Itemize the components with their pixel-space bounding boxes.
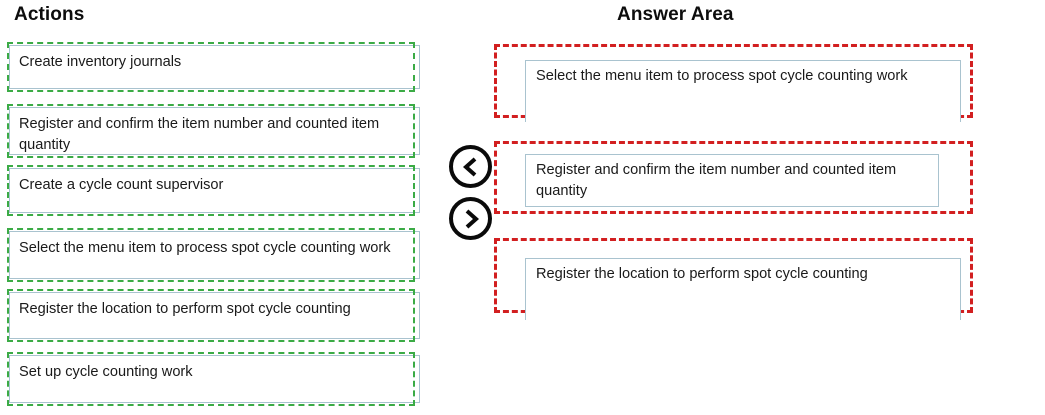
action-item-label: Register the location to perform spot cy… bbox=[19, 301, 351, 317]
action-item-label: Register and confirm the item number and… bbox=[19, 116, 380, 153]
answer-slot[interactable]: Register and confirm the item number and… bbox=[494, 141, 973, 214]
move-right-button[interactable] bbox=[449, 197, 492, 240]
answer-card[interactable]: Register and confirm the item number and… bbox=[525, 154, 939, 207]
answer-card[interactable]: Select the menu item to process spot cyc… bbox=[525, 60, 961, 122]
answer-slot[interactable]: Select the menu item to process spot cyc… bbox=[494, 44, 973, 122]
action-item-label: Create a cycle count supervisor bbox=[19, 177, 224, 193]
actions-column-title: Actions bbox=[14, 4, 85, 25]
answer-card-label: Register the location to perform spot cy… bbox=[536, 266, 868, 282]
answer-slot[interactable]: Register the location to perform spot cy… bbox=[494, 238, 973, 320]
actions-list: Create inventory journals Register and c… bbox=[0, 0, 440, 415]
answer-card-label: Select the menu item to process spot cyc… bbox=[536, 68, 908, 84]
action-item-label: Select the menu item to process spot cyc… bbox=[19, 240, 391, 256]
answer-card[interactable]: Register the location to perform spot cy… bbox=[525, 258, 961, 320]
answer-area-title: Answer Area bbox=[617, 4, 734, 25]
answer-card-label: Register and confirm the item number and… bbox=[536, 162, 897, 199]
action-item-label: Set up cycle counting work bbox=[19, 364, 193, 380]
chevron-right-icon bbox=[461, 208, 481, 230]
action-item-label: Create inventory journals bbox=[19, 54, 182, 70]
move-left-button[interactable] bbox=[449, 145, 492, 188]
chevron-left-icon bbox=[461, 156, 481, 178]
